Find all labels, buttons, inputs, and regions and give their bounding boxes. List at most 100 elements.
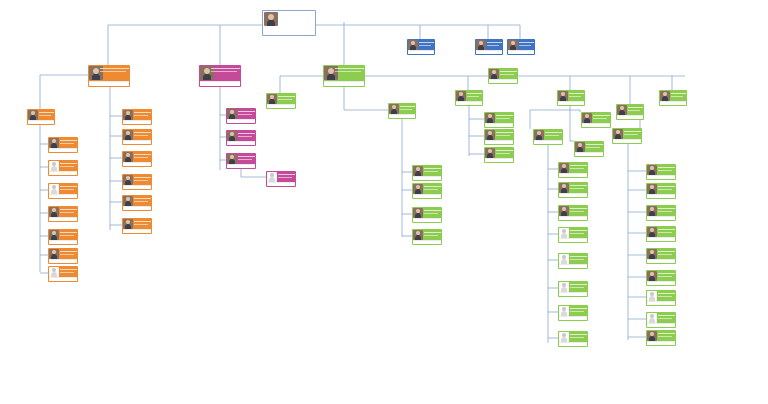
root-node[interactable]: [262, 10, 316, 36]
org-node-green[interactable]: [646, 312, 676, 328]
org-node-green[interactable]: [488, 68, 518, 84]
name-text-bar: [134, 177, 151, 178]
org-node-magenta[interactable]: [226, 130, 256, 146]
orange-manager-node[interactable]: [88, 65, 130, 87]
org-node-magenta[interactable]: [266, 171, 296, 187]
org-node-orange[interactable]: [122, 151, 152, 167]
title-text-bar: [570, 211, 584, 212]
node-caption: [647, 237, 675, 241]
org-node-green[interactable]: [612, 128, 642, 144]
org-node-orange[interactable]: [48, 248, 78, 264]
org-node-green[interactable]: [558, 182, 588, 198]
avatar: [49, 138, 59, 148]
org-node-green[interactable]: [646, 248, 676, 264]
title-text-bar: [487, 45, 499, 46]
node-caption: [485, 123, 513, 127]
name-text-bar: [60, 140, 77, 141]
org-node-green[interactable]: [646, 330, 676, 346]
title-text-bar: [658, 276, 672, 277]
org-node-magenta[interactable]: [226, 108, 256, 124]
org-node-green[interactable]: [646, 164, 676, 180]
org-node-green[interactable]: [412, 165, 442, 181]
org-node-green[interactable]: [646, 205, 676, 221]
assistant-node[interactable]: [475, 39, 503, 55]
org-node-orange[interactable]: [48, 266, 78, 282]
org-node-green[interactable]: [574, 141, 604, 157]
org-node-orange[interactable]: [122, 218, 152, 234]
avatar: [123, 175, 133, 185]
org-node-green[interactable]: [484, 129, 514, 145]
org-node-orange[interactable]: [48, 206, 78, 222]
title-text-bar: [424, 171, 438, 172]
node-caption: [647, 175, 675, 179]
green-manager-node[interactable]: [323, 65, 365, 87]
org-node-green[interactable]: [558, 305, 588, 321]
org-node-green[interactable]: [412, 183, 442, 199]
node-caption: [582, 123, 610, 127]
node-caption: [264, 30, 314, 34]
org-node-green[interactable]: [388, 103, 416, 119]
org-node-orange[interactable]: [48, 229, 78, 245]
title-text-bar: [658, 170, 672, 171]
org-node-green[interactable]: [557, 90, 585, 106]
org-node-green[interactable]: [412, 229, 442, 245]
org-node-green[interactable]: [659, 90, 687, 106]
avatar: [647, 184, 657, 194]
org-node-green[interactable]: [558, 331, 588, 347]
title-text-bar: [519, 45, 531, 46]
org-node-orange[interactable]: [122, 195, 152, 211]
org-node-green[interactable]: [646, 226, 676, 242]
assistant-node[interactable]: [507, 39, 535, 55]
org-node-orange[interactable]: [122, 174, 152, 190]
org-node-orange[interactable]: [48, 183, 78, 199]
node-caption: [613, 139, 641, 143]
name-text-bar: [586, 144, 603, 145]
org-node-green[interactable]: [646, 290, 676, 306]
node-caption: [123, 229, 151, 233]
avatar: [324, 66, 338, 80]
avatar: [476, 40, 486, 50]
avatar: [647, 206, 657, 216]
avatar: [89, 66, 103, 80]
node-caption: [647, 216, 675, 220]
org-node-green[interactable]: [484, 112, 514, 128]
org-node-green[interactable]: [412, 207, 442, 223]
avatar: [264, 12, 278, 26]
org-node-green[interactable]: [558, 253, 588, 269]
avatar: [413, 166, 423, 176]
org-node-green[interactable]: [558, 205, 588, 221]
org-node-green[interactable]: [558, 162, 588, 178]
org-node-green[interactable]: [533, 129, 563, 145]
org-node-green[interactable]: [646, 183, 676, 199]
avatar: [408, 40, 418, 50]
org-node-green[interactable]: [558, 227, 588, 243]
title-text-bar: [60, 235, 74, 236]
org-node-orange[interactable]: [48, 160, 78, 176]
org-node-green[interactable]: [455, 90, 483, 106]
assistant-node[interactable]: [407, 39, 435, 55]
avatar: [49, 207, 59, 217]
org-node-green[interactable]: [266, 93, 296, 109]
placeholder-avatar-icon: [49, 161, 59, 171]
org-node-green[interactable]: [581, 112, 611, 128]
org-node-green[interactable]: [646, 270, 676, 286]
org-node-orange[interactable]: [122, 129, 152, 145]
org-node-green[interactable]: [484, 147, 514, 163]
org-node-orange[interactable]: [27, 109, 55, 125]
org-node-magenta[interactable]: [226, 153, 256, 169]
name-text-bar: [211, 68, 240, 69]
org-node-green[interactable]: [558, 281, 588, 297]
title-text-bar: [134, 115, 148, 116]
node-caption: [89, 81, 129, 86]
node-caption: [485, 158, 513, 162]
name-text-bar: [658, 293, 675, 294]
title-text-bar: [134, 135, 148, 136]
title-text-bar: [134, 180, 148, 181]
title-text-bar: [278, 99, 292, 100]
magenta-manager-node[interactable]: [199, 65, 241, 87]
avatar: [647, 249, 657, 259]
org-node-green[interactable]: [616, 104, 644, 120]
org-node-orange[interactable]: [122, 109, 152, 125]
org-node-orange[interactable]: [48, 137, 78, 153]
